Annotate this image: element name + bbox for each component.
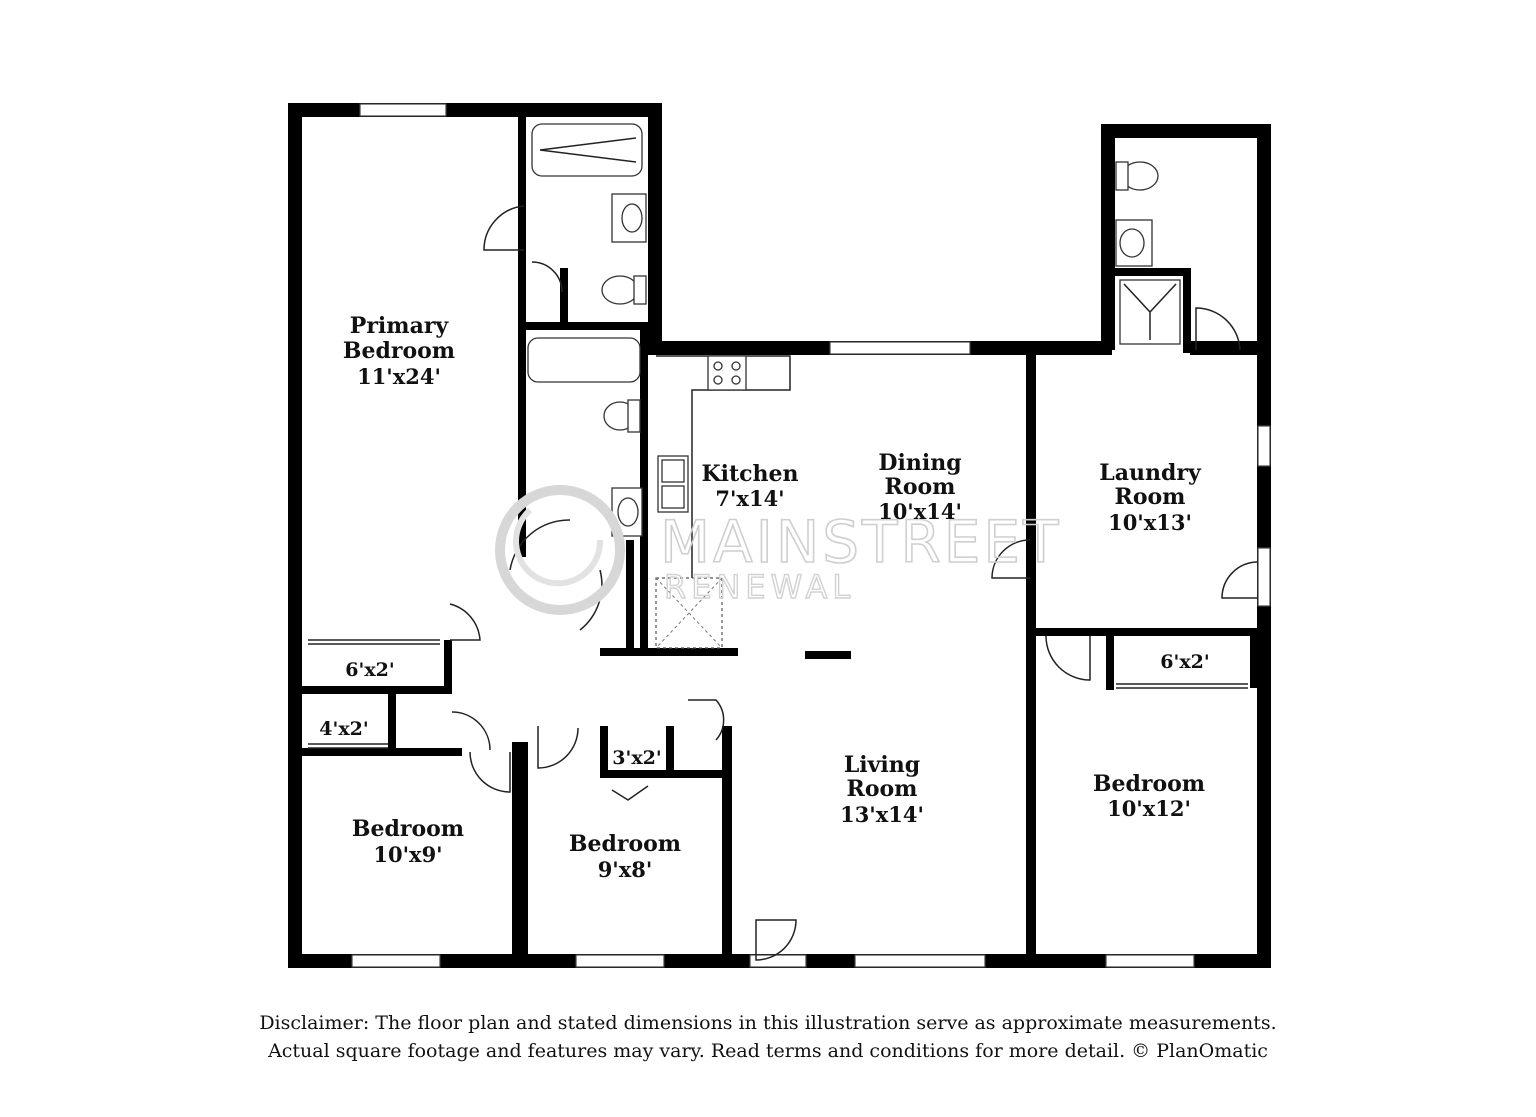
- bedroom-right-dims: 10'x12': [1107, 796, 1191, 821]
- primary-bedroom-name-2: Bedroom: [343, 338, 455, 364]
- watermark-line1: MAINSTREET: [660, 508, 1061, 576]
- laundry-room-dims: 10'x13': [1108, 510, 1192, 535]
- primary-bedroom-name-1: Primary: [350, 313, 450, 339]
- watermark-line2: RENEWAL: [664, 568, 855, 606]
- dining-room-name-1: Dining: [878, 450, 961, 476]
- living-room-dims: 13'x14': [840, 802, 924, 827]
- closet-primary-dims: 6'x2': [345, 659, 394, 681]
- disclaimer-line1: Disclaimer: The floor plan and stated di…: [259, 1012, 1277, 1034]
- watermark: MAINSTREET RENEWAL: [495, 485, 1061, 615]
- doors: [449, 205, 1259, 961]
- fixtures: [308, 123, 1248, 749]
- disclaimer-line2: Actual square footage and features may v…: [268, 1040, 1268, 1062]
- kitchen-dims: 7'x14': [715, 486, 784, 511]
- living-room-name-2: Room: [847, 776, 918, 802]
- living-room-name-1: Living: [844, 752, 920, 778]
- bedroom-left-dims: 10'x9': [373, 842, 442, 867]
- laundry-room-name-1: Laundry: [1099, 460, 1202, 486]
- bedroom-left-name: Bedroom: [352, 816, 464, 842]
- primary-bedroom-dims: 11'x24': [357, 364, 441, 389]
- laundry-room-name-2: Room: [1115, 484, 1186, 510]
- bedroom-right-name: Bedroom: [1093, 771, 1205, 797]
- closet-right-dims: 6'x2': [1160, 651, 1209, 673]
- windows: [351, 103, 1271, 968]
- kitchen-name: Kitchen: [701, 461, 798, 487]
- dining-room-name-2: Room: [885, 474, 956, 500]
- room-labels: Primary Bedroom 11'x24' Kitchen 7'x14' D…: [319, 313, 1209, 882]
- dining-room-dims: 10'x14': [878, 499, 962, 524]
- closet-left-dims: 4'x2': [319, 718, 368, 740]
- closet-middle-dims: 3'x2': [612, 747, 661, 769]
- bedroom-middle-dims: 9'x8': [598, 857, 653, 882]
- bedroom-middle-name: Bedroom: [569, 831, 681, 857]
